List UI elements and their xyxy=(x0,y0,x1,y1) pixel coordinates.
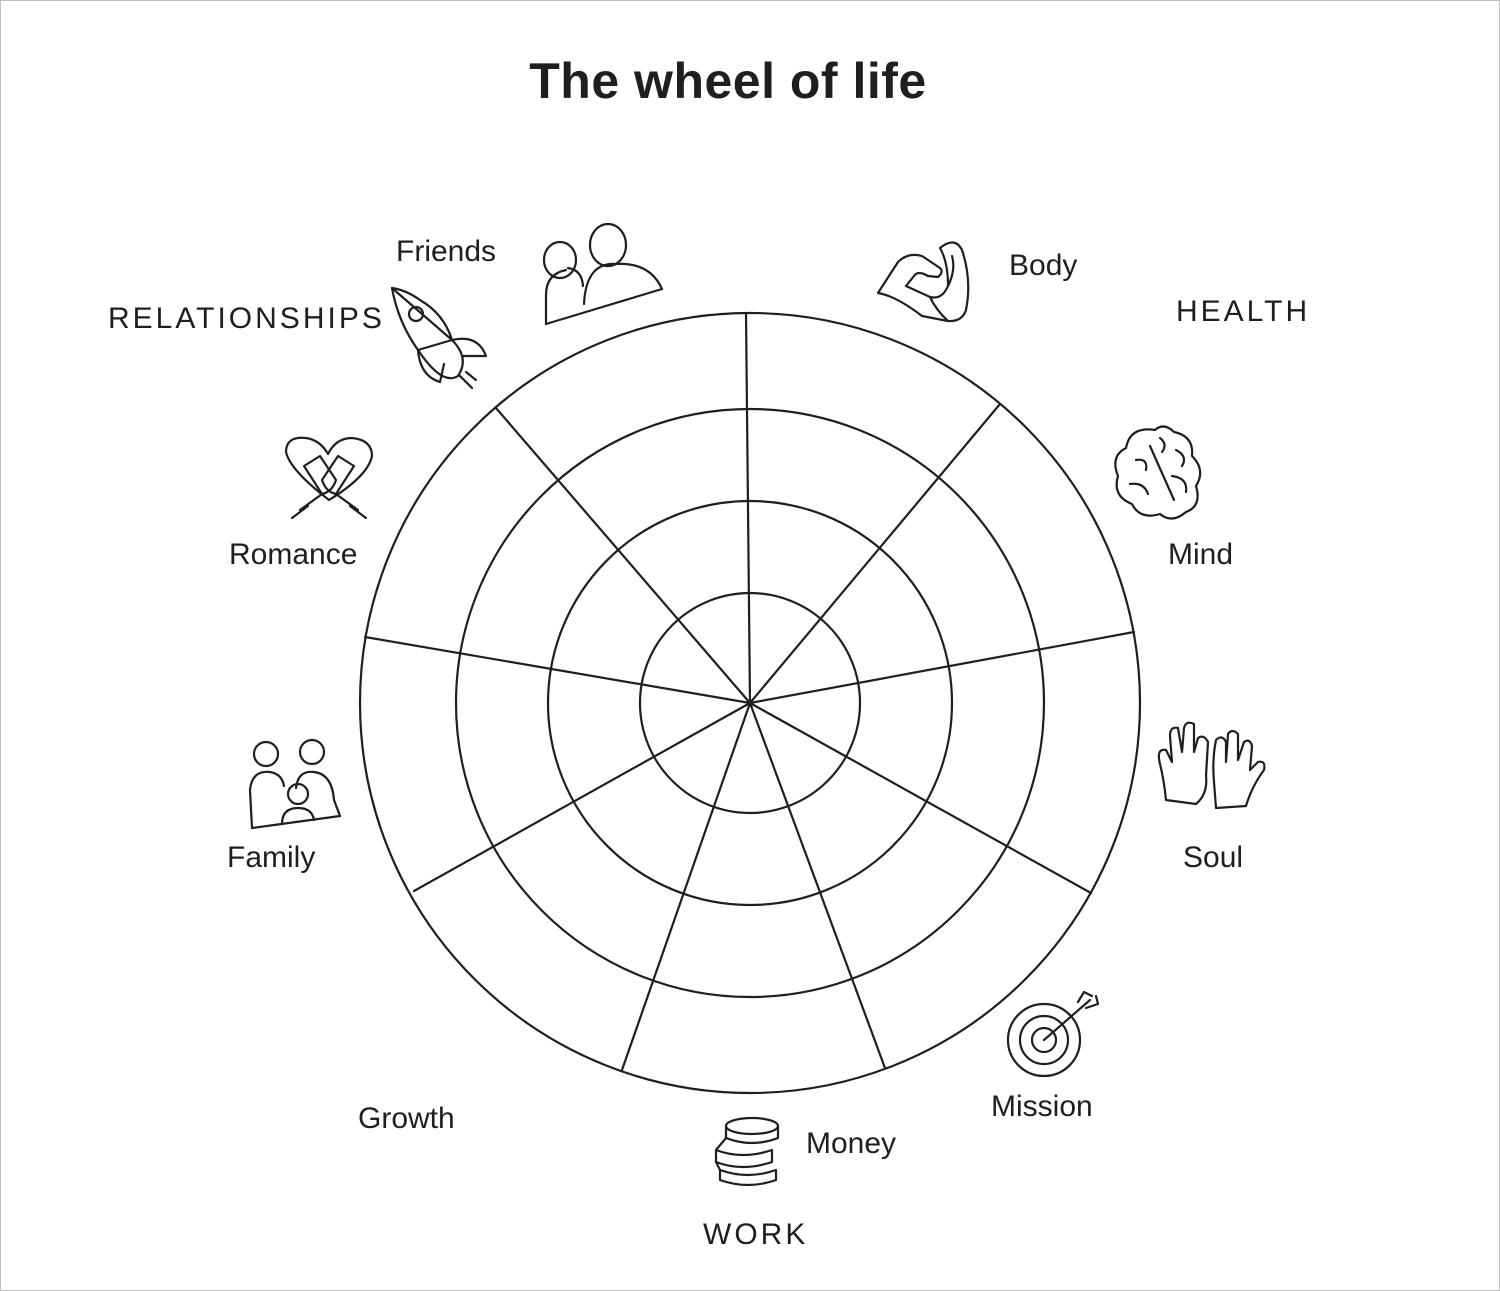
wheel-spoke-1 xyxy=(744,311,752,705)
target-arrow-icon xyxy=(1006,990,1100,1078)
brain-icon xyxy=(1114,425,1202,520)
segment-label-romance: Romance xyxy=(229,538,358,571)
group-label-work: WORK xyxy=(703,1218,809,1251)
wheel-spoke-5 xyxy=(748,701,887,1070)
wheel-ring-outer xyxy=(358,311,1142,1095)
wheel-ring-second xyxy=(546,499,954,907)
segment-label-family: Family xyxy=(227,841,316,874)
wheel-spoke-4 xyxy=(748,701,1093,895)
group-label-health: HEALTH xyxy=(1176,295,1311,328)
wheel-ring-third xyxy=(454,407,1046,999)
segment-label-soul: Soul xyxy=(1183,841,1244,874)
segment-label-body: Body xyxy=(1009,249,1078,282)
group-label-relationships: RELATIONSHIPS xyxy=(108,302,385,335)
wheel-center-dot xyxy=(747,700,753,706)
coins-stack-icon xyxy=(714,1116,780,1187)
wheel-ring-inner xyxy=(638,591,862,815)
friends-icon xyxy=(542,222,664,326)
wheel-spoke-6 xyxy=(620,701,752,1072)
wheel-spoke-7 xyxy=(412,701,752,893)
segment-label-money: Money xyxy=(806,1127,897,1160)
wheel-spoke-9 xyxy=(494,406,752,705)
rocket-icon xyxy=(390,286,488,390)
flexed-arm-icon xyxy=(876,241,970,323)
page-title: The wheel of life xyxy=(529,53,927,109)
segment-label-mind: Mind xyxy=(1168,538,1234,571)
wheel-spoke-2 xyxy=(748,402,1002,705)
segment-label-friends: Friends xyxy=(396,235,497,268)
wheel-spoke-3 xyxy=(748,630,1136,705)
segment-label-growth: Growth xyxy=(358,1102,455,1135)
wheel-spoke-8 xyxy=(363,635,752,705)
open-hands-icon xyxy=(1157,721,1266,810)
family-icon xyxy=(248,738,342,830)
heart-glasses-icon xyxy=(284,436,374,520)
segment-label-mission: Mission xyxy=(991,1090,1093,1123)
